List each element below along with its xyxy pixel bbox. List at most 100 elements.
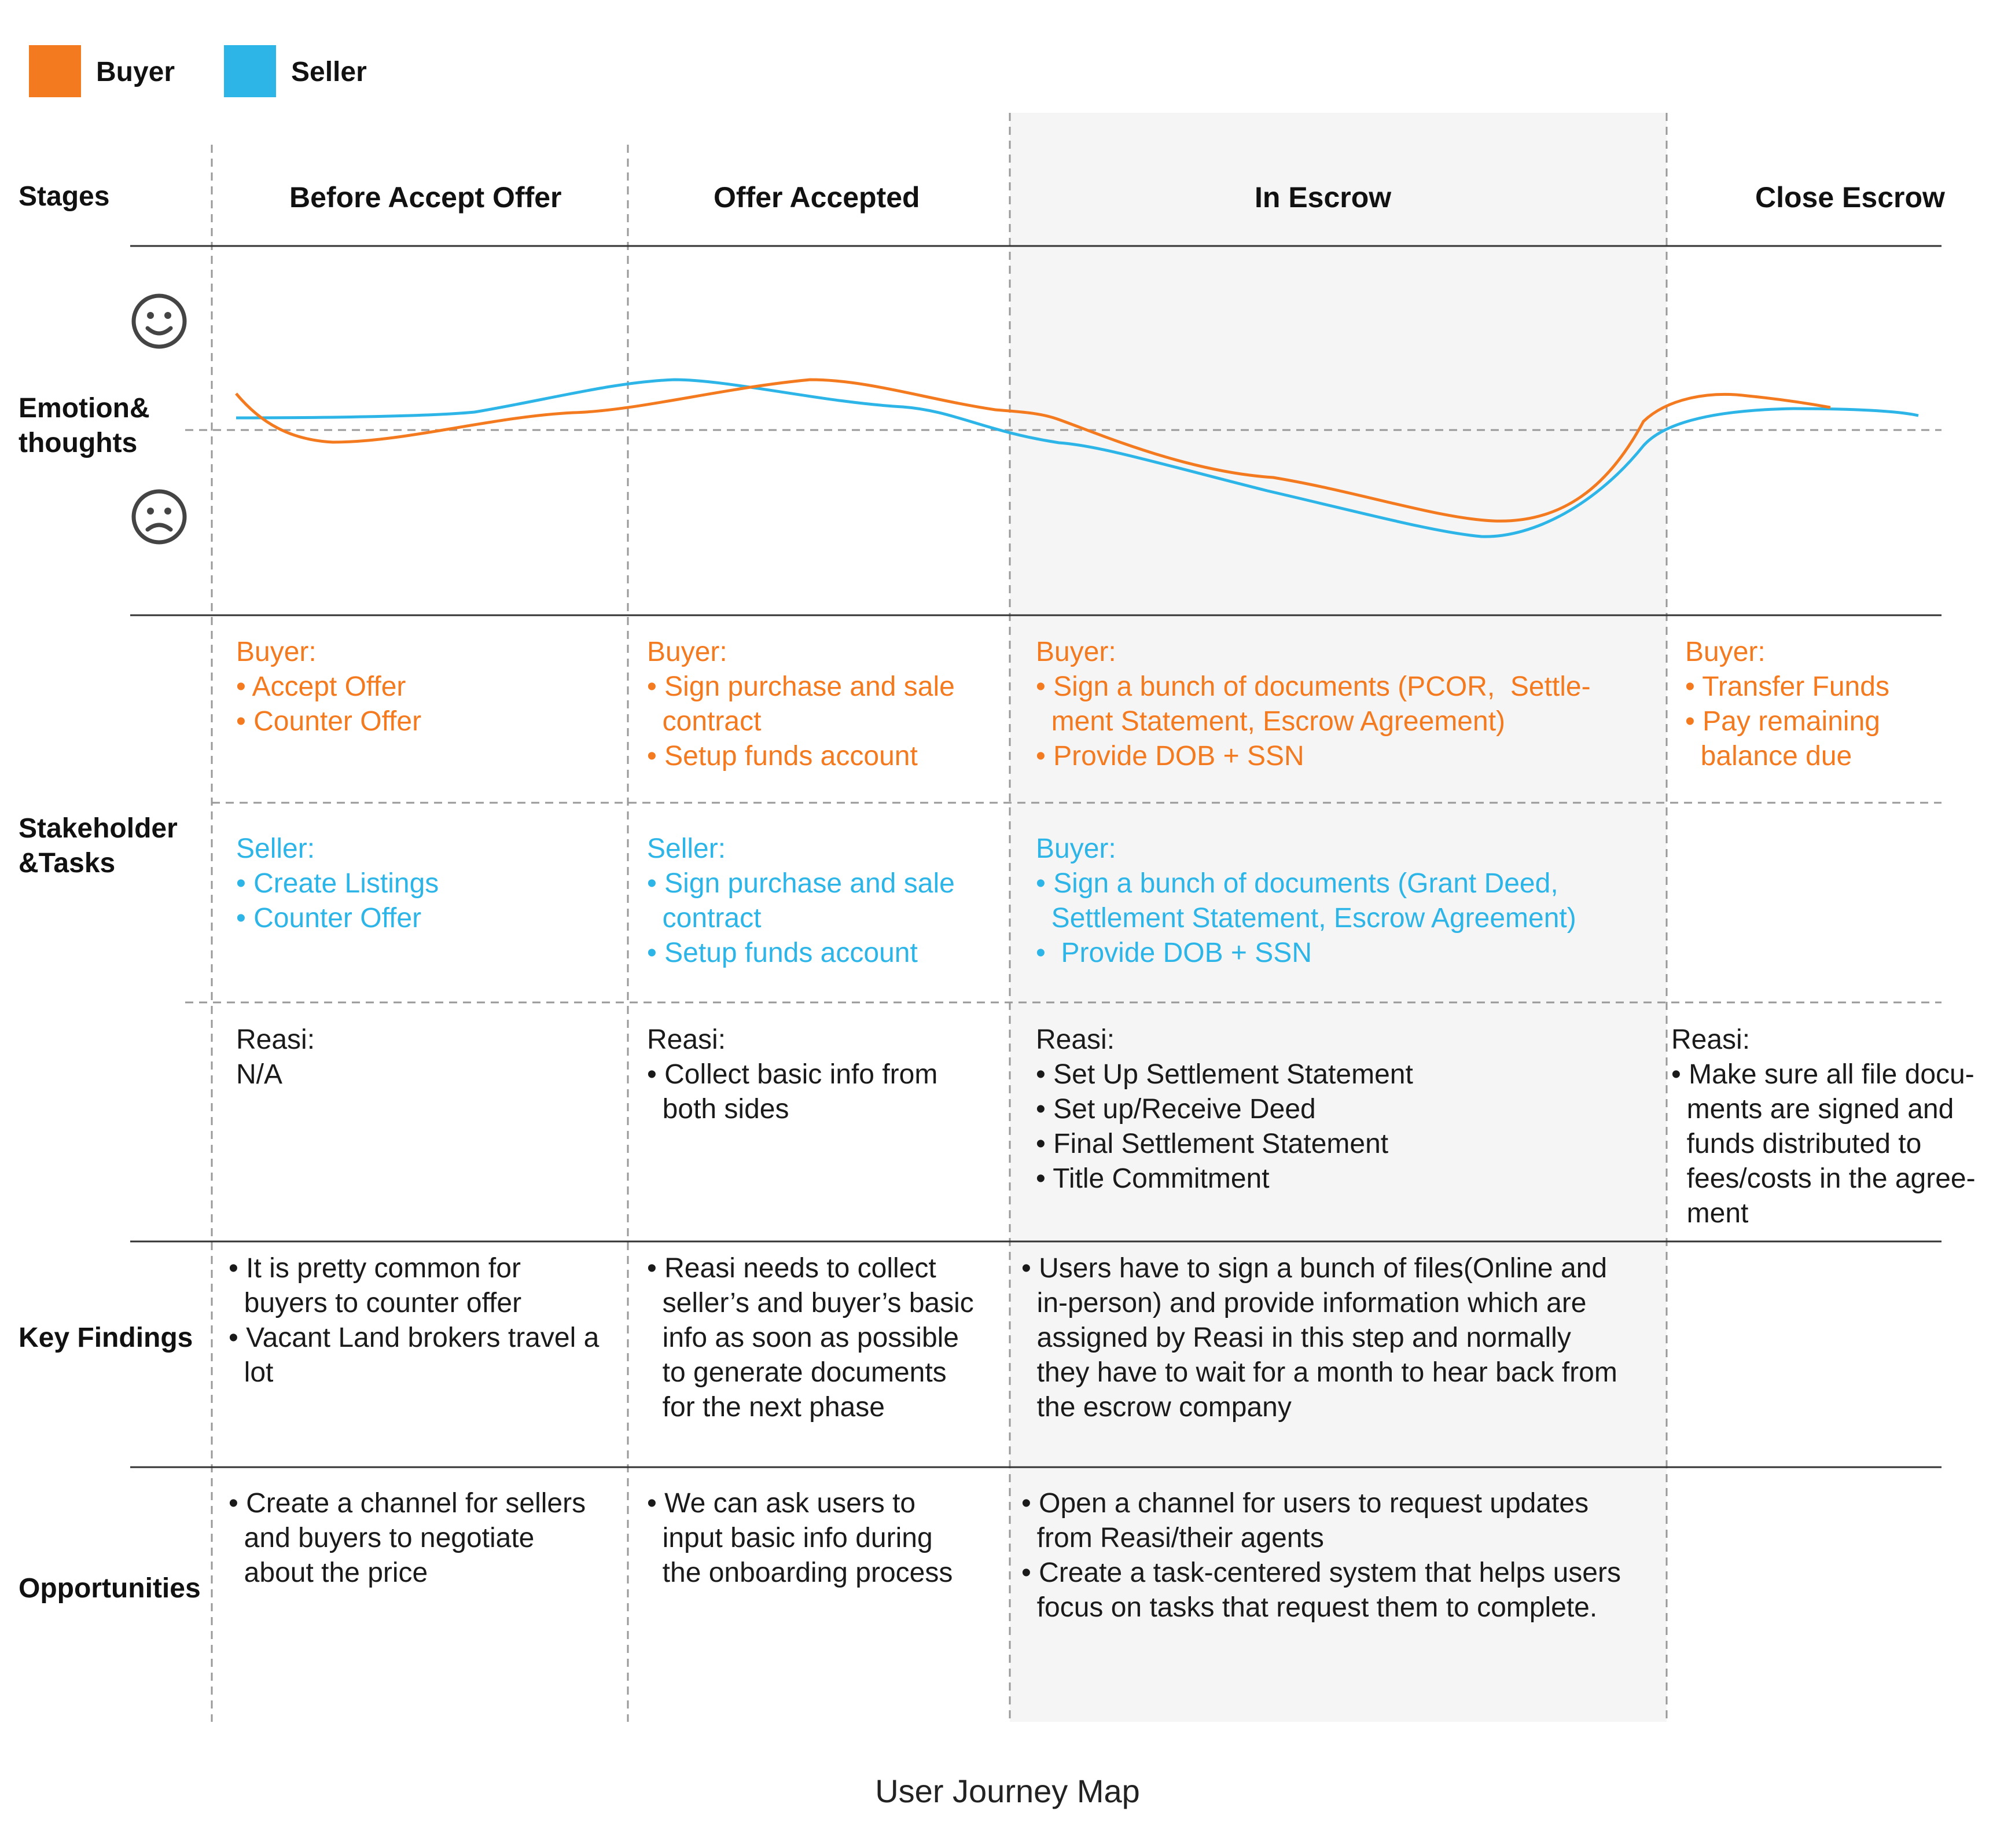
stage-close-escrow: Close Escrow	[1755, 181, 1945, 214]
task-item: • Final Settlement Statement	[1036, 1129, 1389, 1159]
seller-tasks-before-accept: Seller: • Create Listings • Counter Offe…	[236, 832, 439, 936]
row-label-stakeholder-line2: &Tasks	[19, 848, 116, 879]
opportunity-offer-accepted: • We can ask users to input basic info d…	[647, 1486, 953, 1590]
task-heading: Reasi:	[1036, 1024, 1115, 1055]
finding-line: buyers to counter offer	[229, 1288, 522, 1318]
finding-line: • It is pretty common for	[229, 1253, 521, 1284]
legend-seller-swatch	[224, 45, 276, 97]
buyer-tasks-close-escrow: Buyer: • Transfer Funds • Pay remaining …	[1685, 635, 1889, 774]
task-heading: Buyer:	[1036, 833, 1116, 864]
task-item: • Transfer Funds	[1685, 671, 1889, 702]
opportunity-line: • Create a channel for sellers	[229, 1488, 586, 1519]
task-item: • Sign purchase and sale	[647, 868, 955, 899]
task-item: ments are signed and	[1671, 1094, 1954, 1125]
finding-line: the escrow company	[1021, 1392, 1292, 1423]
finding-line: seller’s and buyer’s basic	[647, 1288, 974, 1318]
task-item: both sides	[647, 1094, 789, 1125]
task-heading: Seller:	[647, 833, 726, 864]
task-item: contract	[647, 706, 762, 737]
row-label-opportunities: Opportunities	[19, 1573, 201, 1604]
reasi-tasks-in-escrow: Reasi: • Set Up Settlement Statement • S…	[1036, 1023, 1413, 1196]
opportunity-line: • Create a task-centered system that hel…	[1021, 1557, 1621, 1588]
task-item: • Counter Offer	[236, 903, 422, 934]
opportunity-line: and buyers to negotiate	[229, 1523, 535, 1553]
row-label-stages: Stages	[19, 181, 110, 212]
task-heading: Seller:	[236, 833, 315, 864]
finding-in-escrow: • Users have to sign a bunch of files(On…	[1021, 1251, 1617, 1425]
reasi-tasks-offer-accepted: Reasi: • Collect basic info from both si…	[647, 1023, 937, 1127]
task-item: ment Statement, Escrow Agreement)	[1036, 706, 1506, 737]
task-item: • Counter Offer	[236, 706, 422, 737]
task-item: • Sign a bunch of documents (Grant Deed,	[1036, 868, 1558, 899]
row-label-emotion-line2: thoughts	[19, 428, 138, 458]
stage-before-accept-offer: Before Accept Offer	[289, 181, 562, 214]
stage-in-escrow: In Escrow	[1255, 181, 1392, 214]
task-item: • Set up/Receive Deed	[1036, 1094, 1316, 1125]
finding-line: info as soon as possible	[647, 1322, 959, 1353]
task-item: • Setup funds account	[647, 741, 918, 771]
opportunity-line: about the price	[229, 1557, 428, 1588]
task-heading: Reasi:	[236, 1024, 315, 1055]
task-item: • Create Listings	[236, 868, 439, 899]
finding-line: lot	[229, 1357, 274, 1388]
row-label-stakeholder: Stakeholder &Tasks	[19, 811, 209, 881]
task-item: • Collect basic info from	[647, 1059, 938, 1090]
finding-before-accept: • It is pretty common for buyers to coun…	[229, 1251, 599, 1390]
finding-line: • Reasi needs to collect	[647, 1253, 936, 1284]
task-heading: Reasi:	[647, 1024, 726, 1055]
opportunity-line: • We can ask users to	[647, 1488, 916, 1519]
opportunity-line: • Open a channel for users to request up…	[1021, 1488, 1589, 1519]
legend-buyer-swatch	[29, 45, 81, 97]
row-label-emotion: Emotion& thoughts	[19, 391, 209, 461]
row-label-findings: Key Findings	[19, 1322, 193, 1353]
finding-line: in-person) and provide information which…	[1021, 1288, 1587, 1318]
task-item: • Set Up Settlement Statement	[1036, 1059, 1413, 1090]
task-heading: Reasi:	[1671, 1024, 1751, 1055]
finding-line: • Users have to sign a bunch of files(On…	[1021, 1253, 1608, 1284]
seller-emotion-curve	[236, 378, 1919, 538]
task-item: • Title Commitment	[1036, 1163, 1270, 1194]
task-item: • Make sure all file docu-	[1671, 1059, 1974, 1090]
task-item: • Pay remaining	[1685, 706, 1880, 737]
task-item: • Sign purchase and sale	[647, 671, 955, 702]
opportunity-in-escrow: • Open a channel for users to request up…	[1021, 1486, 1621, 1625]
stage-offer-accepted: Offer Accepted	[714, 181, 920, 214]
opportunity-before-accept: • Create a channel for sellers and buyer…	[229, 1486, 586, 1590]
task-item: • Setup funds account	[647, 938, 918, 968]
row-label-emotion-line1: Emotion&	[19, 393, 150, 424]
task-item: contract	[647, 903, 762, 934]
seller-tasks-in-escrow: Buyer: • Sign a bunch of documents (Gran…	[1036, 832, 1576, 971]
task-item: • Provide DOB + SSN	[1036, 741, 1304, 771]
seller-tasks-offer-accepted: Seller: • Sign purchase and sale contrac…	[647, 832, 955, 971]
opportunity-line: the onboarding process	[647, 1557, 953, 1588]
reasi-tasks-before-accept: Reasi: N/A	[236, 1023, 315, 1092]
buyer-emotion-curve	[235, 378, 1831, 523]
task-heading: Buyer:	[1036, 637, 1116, 667]
task-item: Settlement Statement, Escrow Agreement)	[1036, 903, 1576, 934]
task-item: balance due	[1685, 741, 1852, 771]
task-item: • Accept Offer	[236, 671, 406, 702]
smile-icon	[131, 293, 187, 349]
legend-seller-label: Seller	[291, 57, 367, 87]
task-item: • Provide DOB + SSN	[1036, 938, 1312, 968]
opportunity-line: focus on tasks that request them to comp…	[1021, 1592, 1598, 1623]
finding-line: assigned by Reasi in this step and norma…	[1021, 1322, 1571, 1353]
task-heading: Buyer:	[1685, 637, 1766, 667]
finding-line: for the next phase	[647, 1392, 885, 1423]
task-item: ment	[1671, 1198, 1749, 1229]
in-escrow-highlight	[1010, 113, 1667, 1722]
legend-buyer-label: Buyer	[96, 57, 175, 87]
buyer-tasks-offer-accepted: Buyer: • Sign purchase and sale contract…	[647, 635, 955, 774]
buyer-tasks-before-accept: Buyer: • Accept Offer • Counter Offer	[236, 635, 421, 739]
opportunity-line: from Reasi/their agents	[1021, 1523, 1324, 1553]
task-item: fees/costs in the agree-	[1671, 1163, 1976, 1194]
reasi-tasks-close-escrow: Reasi: • Make sure all file docu- ments …	[1671, 1023, 1976, 1231]
frown-icon	[131, 489, 187, 545]
task-item: N/A	[236, 1059, 283, 1090]
diagram-caption: User Journey Map	[875, 1773, 1140, 1809]
buyer-tasks-in-escrow: Buyer: • Sign a bunch of documents (PCOR…	[1036, 635, 1591, 774]
finding-line: they have to wait for a month to hear ba…	[1021, 1357, 1617, 1388]
task-heading: Buyer:	[236, 637, 317, 667]
